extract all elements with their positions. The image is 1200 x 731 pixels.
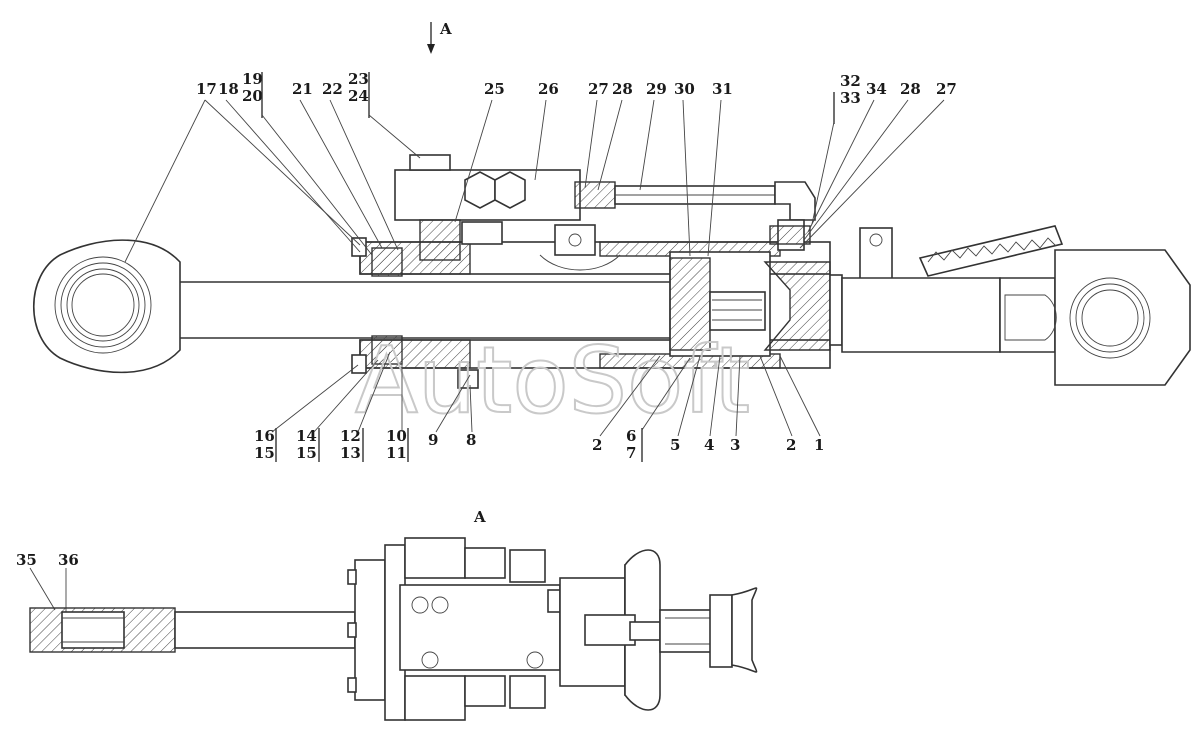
callout-22: 22 xyxy=(322,80,343,98)
callout-27: 27 xyxy=(588,80,609,98)
top-callouts: 17 18 19 20 21 22 23 24 25 26 27 28 29 3… xyxy=(124,70,957,263)
callout-1: 1 xyxy=(814,436,824,454)
callout-36: 36 xyxy=(58,551,79,569)
callout-35: 35 xyxy=(16,551,37,569)
callout-11: 11 xyxy=(386,444,407,462)
callout-13: 13 xyxy=(340,444,361,462)
section-view-a: A 35 36 xyxy=(16,508,758,721)
callout-15: 15 xyxy=(254,444,275,462)
callout-9: 9 xyxy=(428,431,438,449)
callout-24: 24 xyxy=(348,87,369,105)
callout-10: 10 xyxy=(386,427,407,445)
bottom-leader-lines xyxy=(271,351,821,437)
cylinder-assembly-section xyxy=(32,154,1191,389)
callout-34: 34 xyxy=(866,80,887,98)
callout-28-right: 28 xyxy=(900,80,921,98)
callout-4: 4 xyxy=(704,436,714,454)
callout-14: 14 xyxy=(296,427,317,445)
callout-5: 5 xyxy=(670,436,680,454)
callout-25: 25 xyxy=(484,80,505,98)
callout-33: 33 xyxy=(840,89,861,107)
top-leader-lines xyxy=(124,99,945,263)
callout-12: 12 xyxy=(340,427,361,445)
callout-8: 8 xyxy=(466,431,476,449)
callout-26: 26 xyxy=(538,80,559,98)
callout-19: 19 xyxy=(242,70,263,88)
view-marker-label: A xyxy=(439,20,452,38)
valve-block xyxy=(394,154,621,271)
callout-2: 2 xyxy=(592,436,602,454)
bottom-callouts: 16 15 14 15 12 13 10 11 9 8 2 6 7 5 4 3 … xyxy=(254,351,824,462)
right-rod-end xyxy=(841,225,1191,386)
callout-31: 31 xyxy=(712,80,733,98)
section-title: A xyxy=(473,508,486,526)
left-eye-end xyxy=(32,239,360,374)
callout-29: 29 xyxy=(646,80,667,98)
callout-6: 6 xyxy=(626,427,636,445)
callout-27-right: 27 xyxy=(936,80,957,98)
callout-30: 30 xyxy=(674,80,695,98)
pipe xyxy=(574,181,816,251)
view-arrow-a: A xyxy=(427,20,452,54)
callout-18: 18 xyxy=(218,80,239,98)
callout-28: 28 xyxy=(612,80,633,98)
callout-23: 23 xyxy=(348,70,369,88)
callout-2-right: 2 xyxy=(786,436,796,454)
watermark-text: AutoSoft xyxy=(355,327,750,434)
callout-20: 20 xyxy=(242,87,263,105)
callout-15-second: 15 xyxy=(296,444,317,462)
callout-17: 17 xyxy=(196,80,217,98)
callout-7: 7 xyxy=(626,444,636,462)
callout-21: 21 xyxy=(292,80,313,98)
callout-16: 16 xyxy=(254,427,275,445)
callout-32: 32 xyxy=(840,72,861,90)
callout-3: 3 xyxy=(730,436,740,454)
